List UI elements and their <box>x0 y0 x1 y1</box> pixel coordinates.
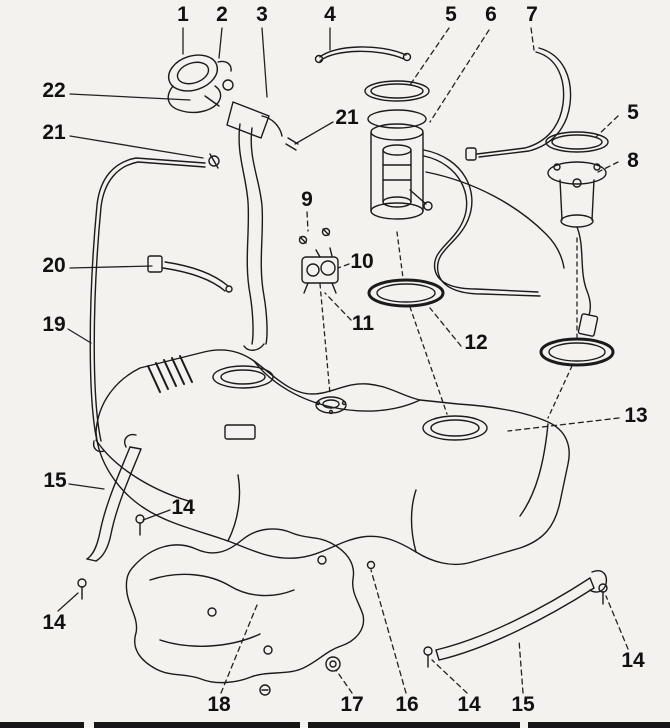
callout-21-left: 21 <box>42 121 66 144</box>
pump-module-drawing <box>364 80 433 220</box>
clamp-drawing <box>208 155 220 167</box>
callout-12: 12 <box>464 331 488 354</box>
callout-14-b: 14 <box>42 611 66 634</box>
callout-9: 9 <box>301 188 313 211</box>
clamp-drawing-2 <box>285 137 299 151</box>
vent-valve-drawing <box>298 227 339 294</box>
filler-neck-drawing <box>208 101 299 351</box>
callout-7: 7 <box>526 3 538 26</box>
callout-11: 11 <box>351 312 375 335</box>
callout-14-d: 14 <box>621 649 645 672</box>
filler-cap-drawing <box>167 54 234 114</box>
callout-14-a: 14 <box>171 496 195 519</box>
callout-17: 17 <box>340 693 364 716</box>
callout-22: 22 <box>42 79 66 102</box>
callout-13: 13 <box>624 404 648 427</box>
callout-20: 20 <box>42 254 66 277</box>
seal-ring-drawing <box>367 278 615 367</box>
callout-5-top: 5 <box>445 3 457 26</box>
heat-shield-drawing <box>125 528 376 696</box>
sender-unit-drawing <box>545 131 609 337</box>
callout-18: 18 <box>207 693 231 716</box>
tank-strap-right-drawing <box>435 570 608 661</box>
callout-15-right: 15 <box>511 693 535 716</box>
callout-16: 16 <box>395 693 419 716</box>
callout-19: 19 <box>42 313 66 336</box>
callout-5-right: 5 <box>627 101 639 124</box>
breather-pipe-drawing <box>314 46 412 64</box>
callout-8: 8 <box>627 149 639 172</box>
callout-1: 1 <box>177 3 189 26</box>
callout-2: 2 <box>216 3 228 26</box>
callout-14-c: 14 <box>457 693 481 716</box>
callout-15-left: 15 <box>43 469 67 492</box>
tank-strap-left-drawing <box>86 433 142 562</box>
bottom-edge-artifact <box>0 722 670 728</box>
left-vent-hose-drawing <box>89 157 206 453</box>
bolt-drawing <box>77 514 608 668</box>
fuel-hoses-drawing <box>423 149 565 297</box>
vent-line-drawing <box>465 47 572 161</box>
callout-6: 6 <box>485 3 497 26</box>
callout-4: 4 <box>324 3 336 26</box>
leader-lines <box>57 27 629 694</box>
fuel-line-bracket-drawing <box>147 255 233 293</box>
callout-10: 10 <box>350 250 374 273</box>
callout-21-right: 21 <box>335 106 359 129</box>
tank-body-drawing <box>95 349 570 566</box>
callout-3: 3 <box>256 3 268 26</box>
